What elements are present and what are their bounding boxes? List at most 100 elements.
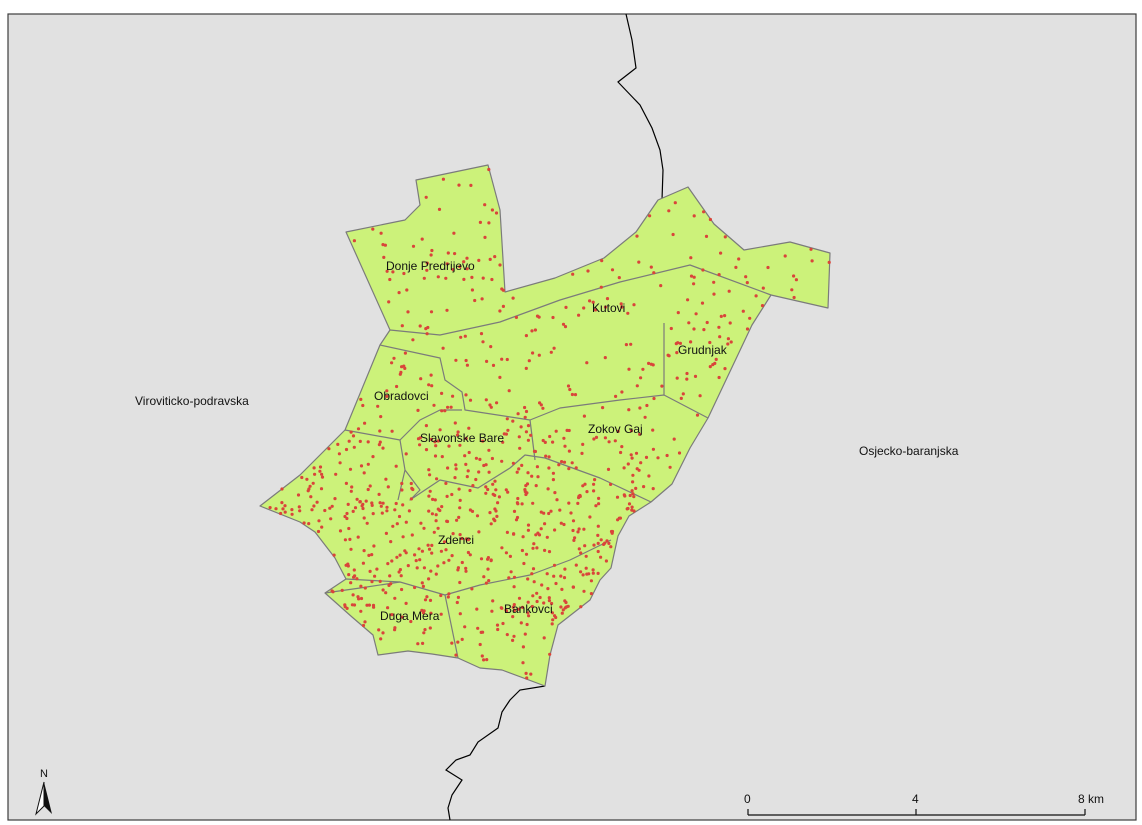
scale-tick-8: 8 km: [1078, 792, 1104, 806]
settlement-label-donje-predrijevo: Donje Predrijevo: [386, 259, 475, 273]
incident-point: [402, 271, 406, 276]
incident-point: [359, 609, 363, 613]
incident-point: [446, 466, 450, 470]
incident-point: [487, 167, 491, 172]
incident-point: [518, 446, 522, 450]
incident-point: [427, 494, 431, 498]
incident-point: [507, 576, 511, 580]
incident-point: [366, 440, 370, 444]
settlement-label-zdenci: Zdenci: [438, 533, 474, 547]
incident-point: [333, 497, 337, 501]
incident-point: [618, 516, 623, 520]
incident-point: [411, 338, 415, 342]
incident-point: [704, 234, 709, 238]
incident-point: [550, 622, 554, 626]
incident-point: [442, 540, 447, 544]
incident-point: [511, 615, 515, 619]
incident-point: [429, 611, 433, 615]
incident-point: [418, 436, 422, 440]
incident-point: [719, 314, 723, 318]
incident-point: [430, 512, 434, 516]
incident-point: [464, 358, 468, 363]
incident-point: [352, 445, 356, 449]
scale-bar: [747, 809, 1086, 816]
incident-point: [493, 507, 497, 511]
incident-point: [490, 277, 494, 282]
incident-point: [478, 642, 482, 647]
incident-point: [458, 498, 462, 502]
incident-point: [420, 237, 424, 241]
incident-point: [649, 362, 653, 366]
incident-point: [327, 447, 331, 451]
incident-point: [393, 626, 397, 630]
incident-point: [512, 509, 517, 513]
incident-point: [726, 342, 730, 346]
incident-point: [370, 553, 374, 557]
incident-point: [603, 356, 607, 360]
incident-point: [312, 466, 316, 470]
incident-point: [422, 609, 426, 613]
north-label: N: [40, 768, 48, 780]
incident-point: [551, 471, 556, 475]
incident-points: [268, 167, 831, 680]
incident-point: [692, 275, 696, 279]
incident-point: [504, 488, 508, 492]
incident-point: [346, 502, 350, 506]
incident-point: [508, 554, 512, 559]
incident-point: [487, 579, 491, 583]
incident-point: [562, 522, 566, 527]
incident-point: [552, 563, 557, 567]
incident-point: [584, 554, 588, 558]
incident-point: [355, 497, 359, 501]
incident-point: [547, 466, 551, 470]
incident-point: [474, 456, 478, 460]
incident-point: [490, 456, 494, 461]
incident-point: [626, 506, 630, 511]
incident-point: [358, 500, 362, 504]
incident-point: [505, 357, 509, 362]
incident-point: [401, 535, 405, 539]
incident-point: [584, 566, 588, 570]
scale-tick-0: 0: [744, 792, 751, 806]
incident-point: [336, 442, 340, 446]
incident-point: [433, 440, 437, 444]
incident-point: [463, 625, 467, 629]
incident-point: [399, 574, 403, 578]
incident-point: [698, 394, 702, 398]
incident-point: [744, 275, 748, 279]
incident-point: [559, 574, 563, 578]
incident-point: [370, 503, 374, 507]
incident-point: [637, 260, 641, 264]
incident-point: [466, 538, 470, 542]
incident-point: [387, 300, 391, 304]
incident-point: [388, 277, 392, 282]
incident-point: [486, 567, 490, 571]
incident-point: [638, 406, 642, 410]
incident-point: [526, 424, 531, 428]
incident-point: [577, 527, 581, 531]
incident-point: [468, 508, 472, 512]
incident-point: [693, 374, 698, 378]
incident-point: [424, 424, 428, 428]
incident-point: [371, 227, 375, 231]
incident-point: [390, 559, 394, 563]
incident-point: [551, 315, 555, 320]
incident-point: [629, 342, 633, 346]
incident-point: [581, 442, 585, 446]
incident-point: [465, 363, 469, 367]
region-label-west: Viroviticko-podravska: [135, 394, 249, 408]
incident-point: [419, 377, 423, 381]
incident-point: [390, 361, 394, 365]
incident-point: [432, 530, 436, 534]
incident-point: [705, 320, 709, 325]
incident-point: [417, 547, 421, 551]
incident-point: [652, 396, 656, 401]
incident-point: [427, 509, 431, 513]
incident-point: [393, 596, 397, 600]
incident-point: [370, 580, 374, 584]
incident-point: [531, 501, 535, 505]
incident-point: [487, 448, 491, 452]
incident-point: [712, 280, 716, 284]
incident-point: [484, 581, 488, 585]
incident-point: [638, 432, 642, 436]
